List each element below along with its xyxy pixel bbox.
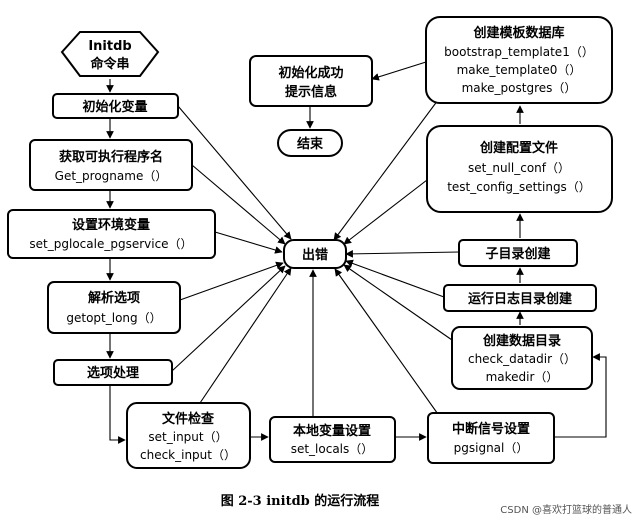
edge-createtpl-error (333, 99, 439, 241)
nodes: Initdb 命令串 初始化变量 获取可执行程序名 Get_progname（）… (7, 16, 613, 469)
node-set-env-line-0: 设置环境变量 (72, 217, 150, 233)
edge-signalset-error (334, 268, 441, 418)
node-signal-set: 中断信号设置 pgsignal（） (427, 412, 555, 464)
node-create-conf-line-0: 创建配置文件 (479, 140, 558, 156)
node-parse-opts-line-0: 解析选项 (87, 290, 140, 306)
node-parse-opts: 解析选项 getopt_long（） (47, 281, 181, 334)
node-init-vars: 初始化变量 (52, 93, 179, 119)
edge-optproc-error (171, 265, 286, 372)
node-initdb-line-1: 命令串 (89, 56, 129, 72)
node-file-check-line-1: set_input（） (148, 430, 227, 444)
node-file-check-line-2: check_input（） (140, 448, 236, 462)
node-create-dir-line-0: 创建数据目录 (482, 333, 561, 349)
node-log-dir: 运行日志目录创建 (443, 284, 597, 312)
node-create-tpl-line-0: 创建模板数据库 (472, 25, 564, 41)
node-file-check-line-0: 文件检查 (162, 411, 215, 427)
node-opt-proc-line-0: 选项处理 (87, 365, 139, 381)
node-file-check: 文件检查 set_input（） check_input（） (126, 402, 251, 469)
node-create-conf-line-2: test_config_settings（） (447, 180, 591, 194)
node-create-conf-line-1: set_null_conf（） (468, 161, 570, 175)
node-get-progname-line-1: Get_progname（） (55, 169, 168, 183)
node-init-ok: 初始化成功 提示信息 (249, 55, 373, 107)
node-sub-dir: 子目录创建 (458, 239, 578, 267)
edge-logdir-error (345, 259, 445, 298)
edge-signalset-createdir (554, 353, 607, 438)
node-init-ok-line-1: 提示信息 (285, 84, 337, 100)
node-create-dir: 创建数据目录 check_datadir（） makedir（） (451, 326, 593, 390)
node-log-dir-line-0: 运行日志目录创建 (468, 291, 572, 307)
node-create-conf: 创建配置文件 set_null_conf（） test_config_setti… (426, 125, 613, 213)
node-create-tpl-line-2: make_template0（） (457, 63, 582, 77)
node-set-env: 设置环境变量 set_pglocale_pgservice（） (7, 209, 216, 259)
node-parse-opts-line-1: getopt_long（） (66, 311, 161, 325)
edge-filecheck-error (199, 267, 292, 404)
node-create-tpl: 创建模板数据库 bootstrap_template1（） make_templ… (425, 16, 613, 104)
node-init-ok-line-0: 初始化成功 (278, 65, 343, 81)
node-end-line-0: 结束 (297, 136, 324, 152)
edges (106, 61, 607, 444)
edge-parseopts-error (179, 261, 284, 301)
node-set-env-line-1: set_pglocale_pgservice（） (29, 237, 192, 251)
node-init-vars-line-0: 初始化变量 (82, 99, 147, 115)
node-get-progname: 获取可执行程序名 Get_progname（） (29, 139, 193, 191)
edge-createconf-error (343, 179, 428, 245)
node-sub-dir-line-0: 子目录创建 (485, 246, 550, 262)
node-locale-set-line-1: set_locals（） (291, 442, 374, 456)
edge-initvars-error (177, 105, 292, 240)
edge-setenv-error (214, 231, 283, 254)
node-initdb-line-0: Initdb (88, 39, 131, 54)
figure-caption: 图 2-3 initdb 的运行流程 (221, 493, 380, 509)
node-create-tpl-line-3: make_postgres（） (462, 81, 577, 95)
node-create-tpl-line-1: bootstrap_template1（） (444, 45, 594, 59)
node-end: 结束 (277, 129, 343, 157)
node-error-line-0: 出错 (302, 247, 328, 263)
node-error: 出错 (283, 239, 347, 269)
watermark: CSDN @喜欢打篮球的普通人 (500, 503, 632, 516)
edge-getprogname-error (191, 164, 286, 245)
node-locale-set: 本地变量设置 set_locals（） (269, 416, 396, 463)
edge-subdir-error (345, 250, 460, 258)
node-locale-set-line-0: 本地变量设置 (293, 423, 371, 439)
node-create-dir-line-2: makedir（） (486, 370, 559, 384)
edge-createdir-error (343, 264, 453, 341)
node-create-dir-line-1: check_datadir（） (468, 352, 576, 366)
edge-createtpl-initok (371, 61, 427, 81)
node-get-progname-line-0: 获取可执行程序名 (59, 149, 163, 165)
node-initdb: Initdb 命令串 (60, 31, 160, 77)
node-signal-set-line-0: 中断信号设置 (452, 421, 530, 437)
node-signal-set-line-1: pgsignal（） (454, 441, 529, 455)
node-opt-proc: 选项处理 (53, 359, 173, 386)
edge-optproc-filecheck (109, 385, 126, 444)
